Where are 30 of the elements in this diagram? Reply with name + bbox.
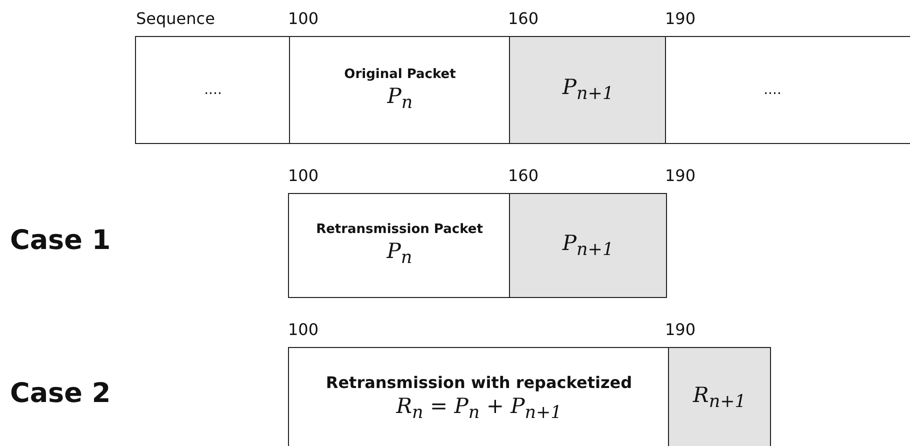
sequence-number: 100 — [288, 9, 319, 28]
ellipsis-text: .... — [204, 82, 222, 98]
packet-title: Retransmission Packet — [316, 222, 483, 238]
case-label: Case 1 — [10, 225, 111, 256]
sequence-number: 190 — [665, 166, 696, 185]
sequence-number: 190 — [665, 9, 696, 28]
case-label: Case 2 — [10, 378, 111, 409]
packet-segment — [509, 193, 667, 298]
packet-formula: P$_{n+1}$ — [562, 75, 614, 105]
ellipsis-text: .... — [764, 82, 782, 98]
packet-segment — [289, 36, 511, 144]
packet-segment — [668, 347, 771, 446]
sequence-number: 100 — [288, 320, 319, 339]
sequence-number: 160 — [508, 166, 539, 185]
packet-formula: P$_{n}$ — [386, 239, 412, 269]
packet-formula: R$_{n+1}$ — [693, 383, 746, 413]
packet-segment — [665, 36, 910, 144]
packet-segment — [288, 347, 670, 446]
packet-formula: P$_{n}$ — [387, 84, 413, 114]
sequence-number: 190 — [665, 320, 696, 339]
packet-title: Original Packet — [344, 66, 456, 82]
sequence-number: 100 — [288, 166, 319, 185]
packet-title: Retransmission with repacketized — [326, 372, 632, 392]
packet-formula: R$_{n}$ = P$_{n}$ + P$_{n+1}$ — [396, 394, 562, 424]
sequence-number: 160 — [508, 9, 539, 28]
packet-segment — [509, 36, 667, 144]
packet-segment — [135, 36, 291, 144]
sequence-label: Sequence — [136, 9, 215, 28]
packet-formula: P$_{n+1}$ — [562, 230, 614, 260]
packet-segment — [288, 193, 511, 298]
